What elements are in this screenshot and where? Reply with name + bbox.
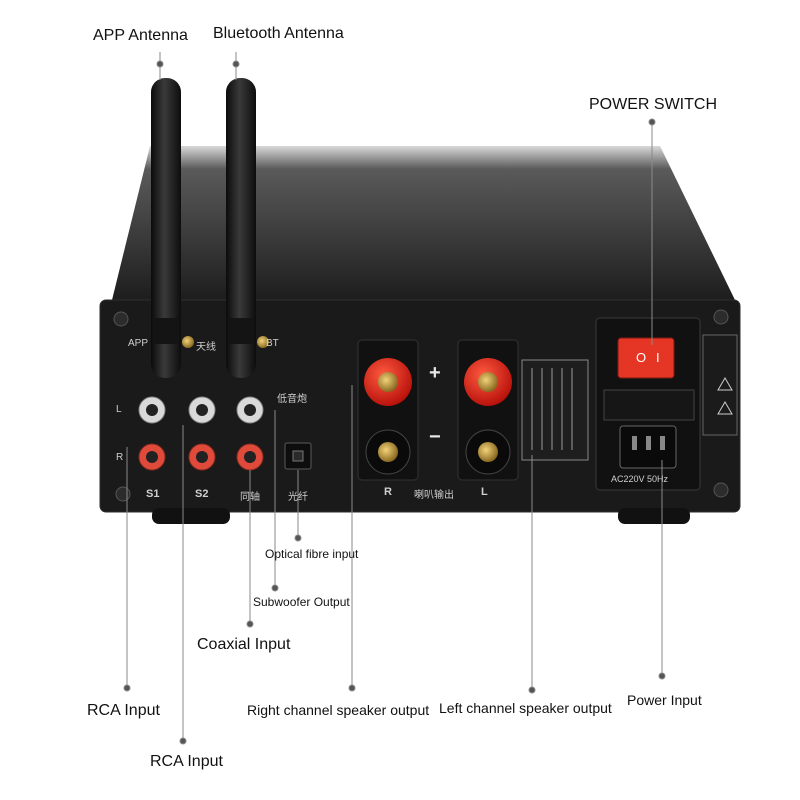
spec-label — [521, 359, 589, 461]
callout-rca-2: RCA Input — [150, 753, 223, 770]
speaker-terminals — [357, 339, 519, 481]
panel-s2: S2 — [195, 488, 209, 500]
panel-plus: + — [429, 362, 441, 384]
screw-icon — [713, 309, 729, 325]
switch-on-mark: I — [656, 350, 660, 365]
panel-row-r: R — [116, 452, 124, 463]
chassis-lid — [112, 146, 735, 300]
callout-power-input: Power Input — [627, 692, 702, 708]
screw-icon — [713, 482, 729, 498]
screw-icon — [115, 486, 131, 502]
panel-s1: S1 — [146, 488, 160, 500]
panel-bt-label: BT — [266, 338, 279, 349]
callout-lines — [123, 52, 666, 745]
callout-optical: Optical fibre input — [265, 547, 359, 561]
bt-antenna-connector — [257, 336, 269, 348]
panel-minus: − — [429, 426, 441, 448]
foot-left — [152, 508, 230, 524]
panel-spk-l: L — [481, 486, 488, 498]
callout-app-antenna: APP Antenna — [93, 27, 188, 44]
rca-jacks — [138, 396, 264, 471]
panel-spk-label: 喇叭输出 — [414, 490, 454, 501]
panel-app-label: APP — [128, 338, 149, 349]
app-antenna — [151, 78, 181, 378]
bt-antenna-joint — [229, 318, 253, 344]
callout-left-speaker: Left channel speaker output — [439, 700, 612, 716]
power-switch[interactable] — [617, 337, 675, 379]
callout-right-speaker: Right channel speaker output — [247, 702, 430, 718]
callout-subwoofer: Subwoofer Output — [253, 595, 350, 609]
panel-sub-label: 低音炮 — [277, 394, 307, 405]
panel-coax-label: 同轴 — [240, 492, 260, 503]
panel-ac-rating: AC220V 50Hz — [611, 474, 669, 484]
app-antenna-connector — [182, 336, 194, 348]
panel-row-l: L — [116, 404, 122, 415]
app-antenna-joint — [154, 318, 178, 344]
bt-antenna — [226, 78, 256, 378]
switch-off-mark: O — [636, 350, 647, 365]
panel-optical-label: 光纤 — [288, 492, 308, 503]
callout-rca-1: RCA Input — [87, 702, 160, 719]
screw-icon — [113, 311, 129, 327]
callout-coaxial: Coaxial Input — [197, 636, 291, 653]
panel-spk-r: R — [384, 486, 392, 498]
warning-label — [702, 334, 738, 436]
foot-right — [618, 508, 690, 524]
panel-tianxian-label: 天线 — [196, 342, 216, 353]
callout-bt-antenna: Bluetooth Antenna — [213, 25, 344, 42]
callout-power-switch: POWER SWITCH — [589, 96, 717, 113]
